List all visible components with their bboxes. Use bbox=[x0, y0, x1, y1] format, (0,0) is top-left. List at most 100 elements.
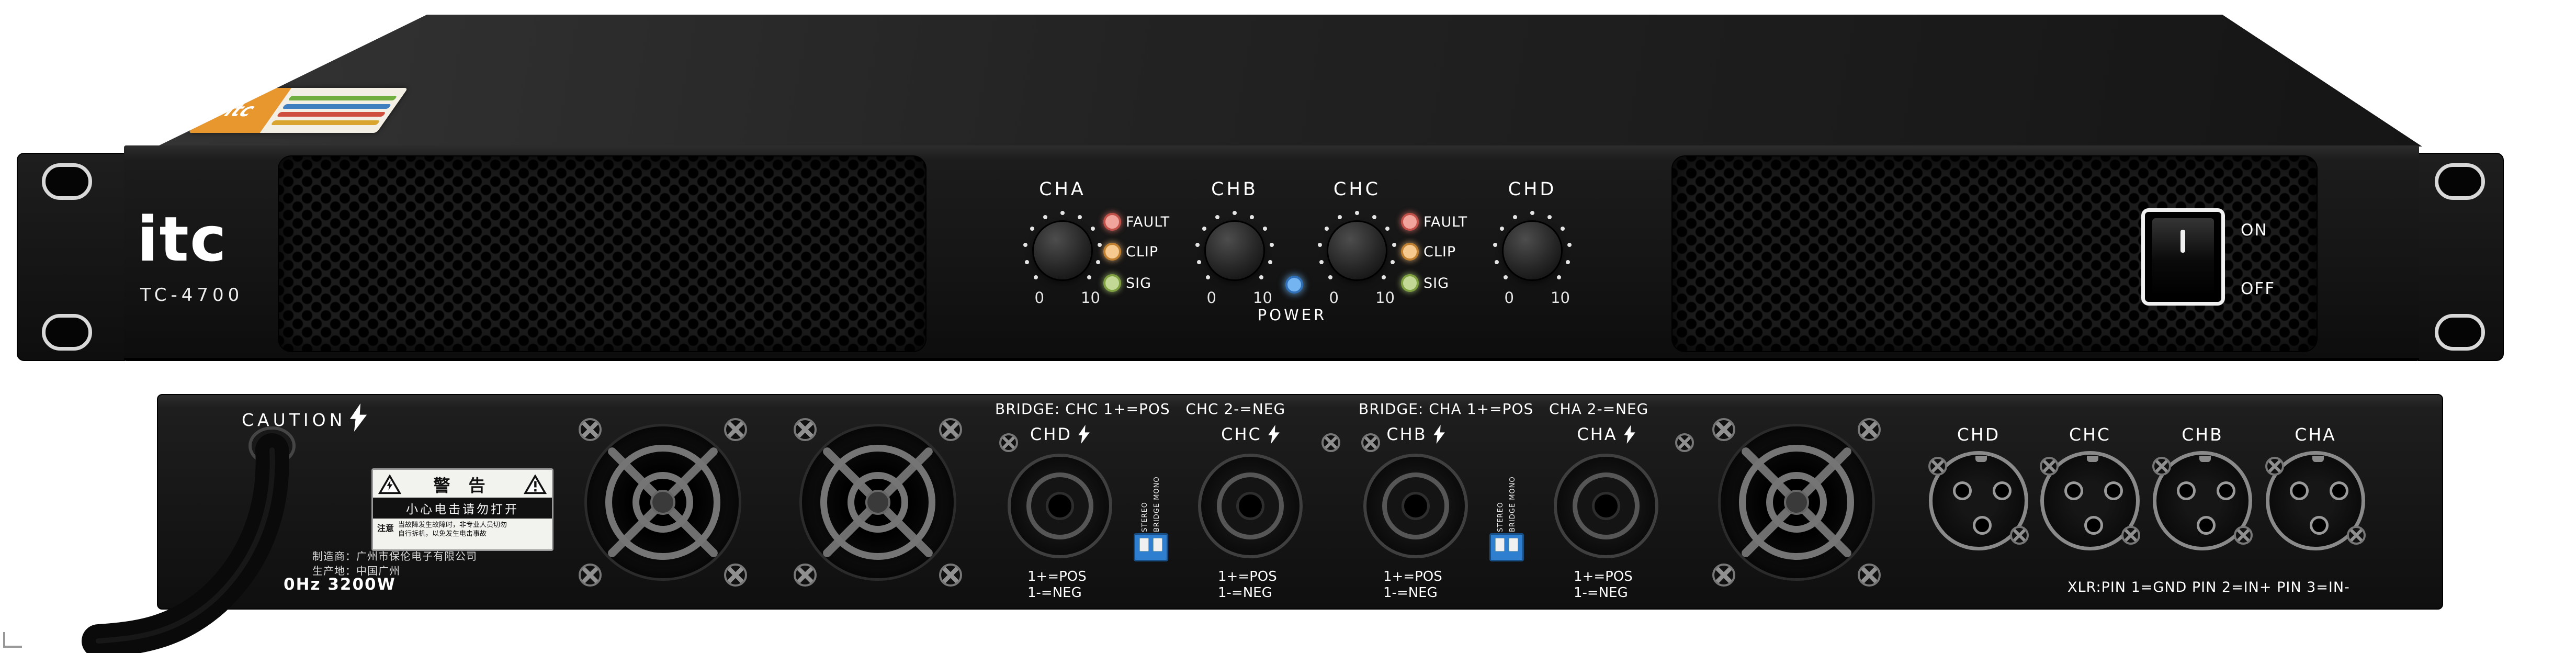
power-rocker[interactable] bbox=[2151, 217, 2215, 297]
gain-knob-chc[interactable] bbox=[1328, 222, 1386, 279]
scale-max-chd: 10 bbox=[1551, 289, 1570, 307]
switch-on-label: ON bbox=[2241, 221, 2268, 240]
speakon-label-text: CHA bbox=[1577, 424, 1618, 444]
xlr-notch bbox=[2199, 456, 2211, 462]
speakon-face bbox=[1026, 472, 1093, 539]
fan-hub bbox=[865, 490, 890, 515]
clip-led bbox=[1103, 243, 1121, 261]
dip-toggle[interactable] bbox=[1153, 538, 1162, 551]
caution-label: CAUTION bbox=[242, 410, 346, 430]
xlr-pin-hole bbox=[2330, 481, 2348, 500]
mode-dip-switch[interactable] bbox=[1134, 533, 1168, 561]
rack-mount-slot bbox=[42, 314, 92, 351]
warning-label: 警 告 小心电击请勿打开 注意 当故障发生故障时，非专业人员切勿 自行拆机，以免… bbox=[371, 468, 553, 551]
speakon-label-chc: CHC bbox=[1198, 424, 1303, 444]
warning-triangle-exclamation-icon bbox=[524, 475, 547, 494]
clip-led bbox=[1401, 243, 1419, 261]
gain-knob-chd[interactable] bbox=[1504, 222, 1561, 279]
fault-led bbox=[1401, 213, 1419, 231]
xlr-pin-hole bbox=[2084, 516, 2103, 535]
channel-label-chd: CHD bbox=[1508, 179, 1557, 200]
xlr-pin-hole bbox=[1953, 481, 1972, 500]
speakon-connector-cha bbox=[1554, 454, 1658, 558]
speakon-label-text: CHB bbox=[1386, 424, 1427, 444]
xlr-pin-hole bbox=[2104, 481, 2123, 500]
gain-knob-cha[interactable] bbox=[1034, 222, 1091, 279]
warning-note-text: 当故障发生故障时，非专业人员切勿 自行拆机，以免发生电击事故 bbox=[398, 521, 507, 539]
screw-icon bbox=[2040, 457, 2059, 476]
screw-icon bbox=[1712, 564, 1735, 587]
screw-icon bbox=[1928, 457, 1947, 476]
scale-min-chc: 0 bbox=[1329, 289, 1339, 307]
fan-hub bbox=[650, 490, 675, 515]
screw-icon bbox=[794, 564, 817, 587]
sticker-stripe-green bbox=[288, 95, 398, 100]
dip-toggle[interactable] bbox=[1139, 538, 1149, 551]
cooling-fan bbox=[773, 398, 982, 607]
xlr-connector-cha bbox=[2266, 451, 2365, 550]
sticker-stripe-red bbox=[276, 112, 386, 117]
xlr-notch bbox=[2312, 456, 2324, 462]
screw-icon bbox=[2234, 526, 2253, 545]
speakon-face bbox=[1382, 472, 1449, 539]
dip-label-stereo: STEREO bbox=[1497, 502, 1505, 532]
mode-dip-switch[interactable] bbox=[1489, 533, 1524, 561]
power-switch[interactable] bbox=[2141, 208, 2225, 306]
pin-neg: 1-=NEG bbox=[1027, 585, 1082, 601]
chassis-top-face: itc bbox=[157, 15, 2422, 147]
cooling-fan bbox=[1692, 398, 1901, 607]
dip-toggle[interactable] bbox=[1495, 538, 1505, 551]
channel-label-cha: CHA bbox=[1039, 179, 1086, 200]
warning-note: 注意 当故障发生故障时，非专业人员切勿 自行拆机，以免发生电击事故 bbox=[373, 519, 552, 542]
gain-knob-chb[interactable] bbox=[1206, 222, 1263, 279]
xlr-notch bbox=[2087, 456, 2098, 462]
screw-icon bbox=[724, 418, 747, 441]
speakon-label-cha: CHA bbox=[1554, 424, 1658, 444]
xlr-pin-hole bbox=[2310, 516, 2329, 535]
pin-neg: 1-=NEG bbox=[1574, 585, 1628, 601]
screw-icon bbox=[579, 418, 602, 441]
screw-icon bbox=[939, 564, 962, 587]
screw-icon bbox=[2121, 526, 2140, 545]
speakon-label-text: CHC bbox=[1221, 424, 1262, 444]
screw-icon bbox=[724, 564, 747, 587]
xlr-label-cha: CHA bbox=[2295, 424, 2336, 445]
warning-subtitle: 小心电击请勿打开 bbox=[373, 498, 552, 519]
cooling-fan bbox=[558, 398, 767, 607]
clip-led-label: CLIP bbox=[1126, 244, 1159, 260]
signal-led bbox=[1103, 274, 1121, 292]
screw-icon bbox=[1858, 564, 1881, 587]
scale-min-chb: 0 bbox=[1206, 289, 1216, 307]
dip-label-bridge-mono: BRIDGE MONO bbox=[1153, 476, 1161, 532]
pin-pos: 1+=POS bbox=[1574, 569, 1633, 584]
pin-pos: 1+=POS bbox=[1027, 569, 1087, 584]
speakon-pinout-chc: 1+=POS 1-=NEG bbox=[1218, 569, 1277, 601]
bridge-note-right: BRIDGE: CHA 1+=POS CHA 2-=NEG bbox=[1359, 400, 1649, 418]
screw-icon bbox=[2265, 457, 2284, 476]
dip-toggle[interactable] bbox=[1509, 538, 1518, 551]
corner-mark bbox=[3, 632, 22, 648]
xlr-label-chc: CHC bbox=[2069, 424, 2111, 445]
lightning-bolt-icon bbox=[1268, 425, 1280, 444]
scale-max-chc: 10 bbox=[1375, 289, 1395, 307]
pin-pos: 1+=POS bbox=[1383, 569, 1442, 584]
scale-min-cha: 0 bbox=[1034, 289, 1044, 307]
xlr-notch bbox=[1975, 456, 1987, 462]
xlr-pin-hole bbox=[1993, 481, 2012, 500]
sticker-stripe-blue bbox=[282, 104, 392, 109]
speakon-connector-chd bbox=[1008, 454, 1112, 558]
screw-icon bbox=[1675, 433, 1694, 452]
xlr-label-chb: CHB bbox=[2182, 424, 2223, 445]
speakon-core bbox=[1046, 492, 1074, 520]
screw-icon bbox=[1361, 433, 1380, 452]
dip-switch-labels: STEREO BRIDGE MONO bbox=[1485, 474, 1529, 532]
signal-led-label: SIG bbox=[1423, 275, 1450, 291]
model-label: TC-4700 bbox=[140, 285, 244, 306]
clip-led-label: CLIP bbox=[1423, 244, 1456, 260]
xlr-connector-chb bbox=[2153, 451, 2252, 550]
screw-icon bbox=[1321, 433, 1340, 452]
rack-ear-left bbox=[17, 153, 125, 361]
screw-icon bbox=[579, 564, 602, 587]
xlr-label-chd: CHD bbox=[1957, 424, 2001, 445]
pin-pos: 1+=POS bbox=[1218, 569, 1277, 584]
